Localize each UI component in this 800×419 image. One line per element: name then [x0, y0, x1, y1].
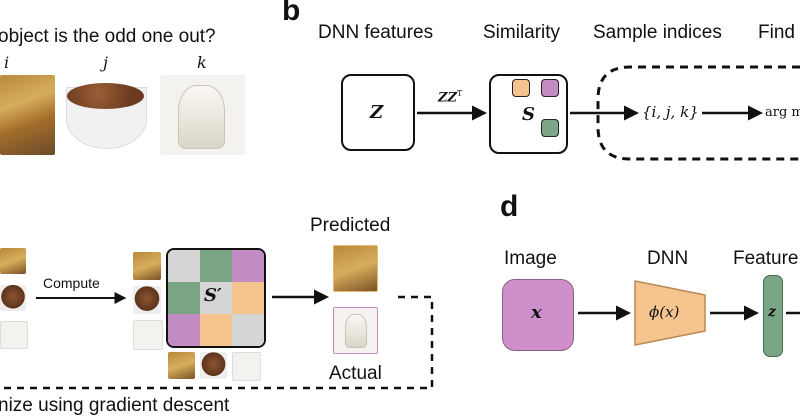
feature-vector-box	[763, 275, 783, 357]
indices-label: {i, j, k}	[642, 103, 699, 121]
matrix-cell	[232, 250, 264, 282]
s-prime-symbol: S′	[204, 285, 222, 306]
matrix-cell	[200, 282, 232, 314]
actual-image	[333, 307, 378, 354]
c-row-thumb-2	[133, 286, 161, 314]
header-similarity: Similarity	[483, 22, 561, 43]
phi-symbol: ϕ(x)	[649, 303, 680, 321]
x-symbol: x	[531, 302, 542, 323]
matrix-cell	[168, 314, 200, 346]
iron-image	[160, 75, 245, 155]
matrix-cell	[168, 250, 200, 282]
features-box	[341, 74, 415, 151]
c-col-thumb-1	[168, 352, 195, 379]
question-text: object is the odd one out?	[0, 26, 216, 47]
c-col-thumb-3	[232, 352, 261, 381]
optimize-label: nize using gradient descent	[0, 395, 230, 416]
s-matrix-symbol: S	[522, 104, 535, 125]
green-square	[541, 119, 559, 137]
c-left-thumb-1	[0, 248, 26, 274]
c-col-thumb-2	[200, 352, 227, 379]
matrix-cell	[232, 314, 264, 346]
c-left-thumb-2	[0, 285, 26, 311]
header-find: Find	[758, 22, 795, 43]
c-row-thumb-3	[133, 320, 163, 350]
label-j: j	[103, 53, 108, 72]
image-label: Image	[504, 248, 557, 269]
dashed-feedback-line	[0, 295, 434, 390]
zzt-sup: T	[456, 89, 463, 98]
matrix-cell	[232, 282, 264, 314]
dnn-trapezoid	[634, 280, 706, 346]
bowl-image	[63, 75, 148, 155]
z-vector-symbol: z	[768, 304, 776, 320]
c-row-thumb-1	[133, 252, 161, 280]
image-input-box	[502, 279, 574, 351]
similarity-box	[489, 74, 568, 154]
matrix-cell	[200, 250, 232, 282]
predicted-label: Predicted	[310, 215, 391, 236]
dnn-label: DNN	[647, 248, 689, 269]
panel-b-letter: b	[282, 0, 301, 27]
similarity-matrix	[166, 248, 266, 348]
label-k: k	[197, 53, 207, 72]
purple-square	[541, 79, 559, 97]
orange-square	[512, 79, 530, 97]
header-dnn-features: DNN features	[318, 22, 434, 43]
argmax-label: arg m	[765, 105, 800, 120]
compute-label: Compute	[43, 275, 100, 291]
c-left-thumb-3	[0, 321, 28, 349]
matrix-cell	[200, 314, 232, 346]
dashed-sampling-box	[596, 65, 800, 161]
panel-d-letter: d	[500, 190, 519, 223]
z-matrix-symbol: Z	[370, 102, 384, 123]
actual-label: Actual	[329, 363, 382, 384]
feature-label: Feature	[733, 248, 799, 269]
matrix-cell	[168, 282, 200, 314]
ginger-image	[0, 75, 55, 155]
zzt-label: ZZT	[438, 89, 462, 105]
zzt-base: ZZ	[438, 90, 457, 106]
label-i: i	[4, 53, 10, 72]
header-sample-indices: Sample indices	[593, 22, 722, 43]
predicted-image	[333, 245, 378, 292]
